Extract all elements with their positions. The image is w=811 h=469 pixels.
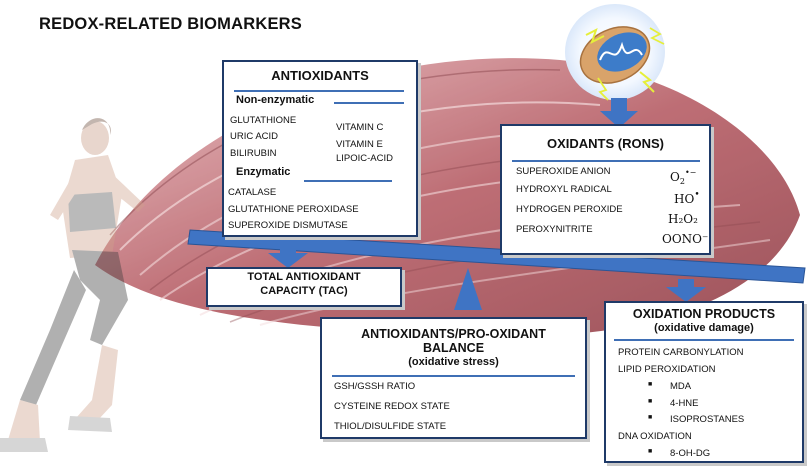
list-item: LIPOIC-ACID: [336, 153, 394, 164]
list-item: VITAMIN E: [336, 139, 383, 150]
bullet-icon: ■: [648, 381, 653, 388]
products-title: OXIDATION PRODUCTS: [632, 307, 776, 321]
list-item: GSH/GSSH RATIO: [334, 381, 416, 392]
bullet-icon: ■: [648, 448, 653, 455]
list-item: SUPEROXIDE ANION: [516, 166, 611, 177]
list-item: DNA OXIDATION: [618, 431, 692, 442]
list-item: PEROXYNITRITE: [516, 224, 593, 235]
tac-line1: TOTAL ANTIOXIDANT: [247, 271, 361, 283]
formula-superoxide-sub: 2: [679, 177, 685, 186]
products-title-rule: [614, 339, 794, 341]
non-enzymatic-rule: [334, 102, 404, 104]
oxidants-title-rule: [512, 160, 700, 162]
list-item: BILIRUBIN: [230, 148, 277, 159]
balance-beam-icon: [187, 229, 806, 284]
antioxidants-title-rule: [234, 90, 404, 92]
oxidants-box: OXIDANTS (RONS) SUPEROXIDE ANION HYDROXY…: [500, 124, 711, 255]
list-item: MDA: [670, 381, 692, 392]
formula-hydroxyl: HO•: [674, 190, 700, 206]
runner-silhouette-icon: [0, 118, 145, 452]
list-item: GLUTATHIONE PEROXIDASE: [228, 204, 359, 215]
mitochondrion-icon: [565, 4, 665, 101]
list-item: VITAMIN C: [336, 122, 384, 133]
arrow-beam-to-products-icon: [666, 279, 706, 302]
list-item: SUPEROXIDE DISMUTASE: [228, 220, 348, 231]
arrow-mito-to-oxidants-icon: [600, 98, 638, 128]
arrow-beam-to-tac-icon: [268, 243, 308, 268]
balance-line2: BALANCE: [422, 341, 485, 355]
oxidants-title: OXIDANTS (RONS): [547, 136, 664, 151]
list-item: URIC ACID: [230, 131, 279, 142]
antioxidants-box: ANTIOXIDANTS Non-enzymatic GLUTATHIONE U…: [222, 60, 418, 237]
list-item: 4-HNE: [670, 398, 699, 409]
balance-subtitle: (oxidative stress): [408, 356, 499, 368]
list-item: HYDROGEN PEROXIDE: [516, 204, 623, 215]
formula-hydrogen-peroxide: H₂O₂: [668, 212, 698, 226]
list-item: PROTEIN CARBONYLATION: [618, 347, 744, 358]
bullet-icon: ■: [648, 398, 653, 405]
products-subtitle: (oxidative damage): [654, 322, 754, 334]
formula-superoxide: O2•−: [670, 168, 697, 186]
fulcrum-icon: [454, 268, 482, 310]
balance-box: ANTIOXIDANTS/PRO-OXIDANT BALANCE (oxidat…: [320, 317, 587, 439]
balance-title-rule: [332, 375, 575, 377]
list-item: LIPID PEROXIDATION: [618, 364, 716, 375]
antioxidants-title: ANTIOXIDANTS: [271, 68, 369, 83]
balance-line1: ANTIOXIDANTS/PRO-OXIDANT: [361, 327, 546, 341]
formula-hydroxyl-sup: •: [694, 190, 700, 200]
oxidation-products-box: OXIDATION PRODUCTS (oxidative damage) PR…: [604, 301, 804, 463]
bullet-icon: ■: [648, 414, 653, 421]
list-item: CYSTEINE REDOX STATE: [334, 401, 450, 412]
list-item: HYDROXYL RADICAL: [516, 184, 612, 195]
list-item: 8-OH-DG: [670, 448, 711, 459]
formula-superoxide-sup: •−: [684, 168, 697, 177]
formula-peroxynitrite: OONO⁻: [662, 232, 709, 246]
list-item: THIOL/DISULFIDE STATE: [334, 421, 447, 432]
page-title: REDOX-RELATED BIOMARKERS: [39, 15, 302, 33]
enzymatic-heading: Enzymatic: [236, 166, 291, 178]
list-item: ISOPROSTANES: [670, 414, 745, 425]
list-item: GLUTATHIONE: [230, 115, 297, 126]
enzymatic-rule: [304, 180, 392, 182]
list-item: CATALASE: [228, 187, 277, 198]
tac-line2: CAPACITY (TAC): [260, 285, 348, 297]
non-enzymatic-heading: Non-enzymatic: [236, 94, 315, 106]
tac-box: TOTAL ANTIOXIDANT CAPACITY (TAC): [206, 267, 402, 307]
